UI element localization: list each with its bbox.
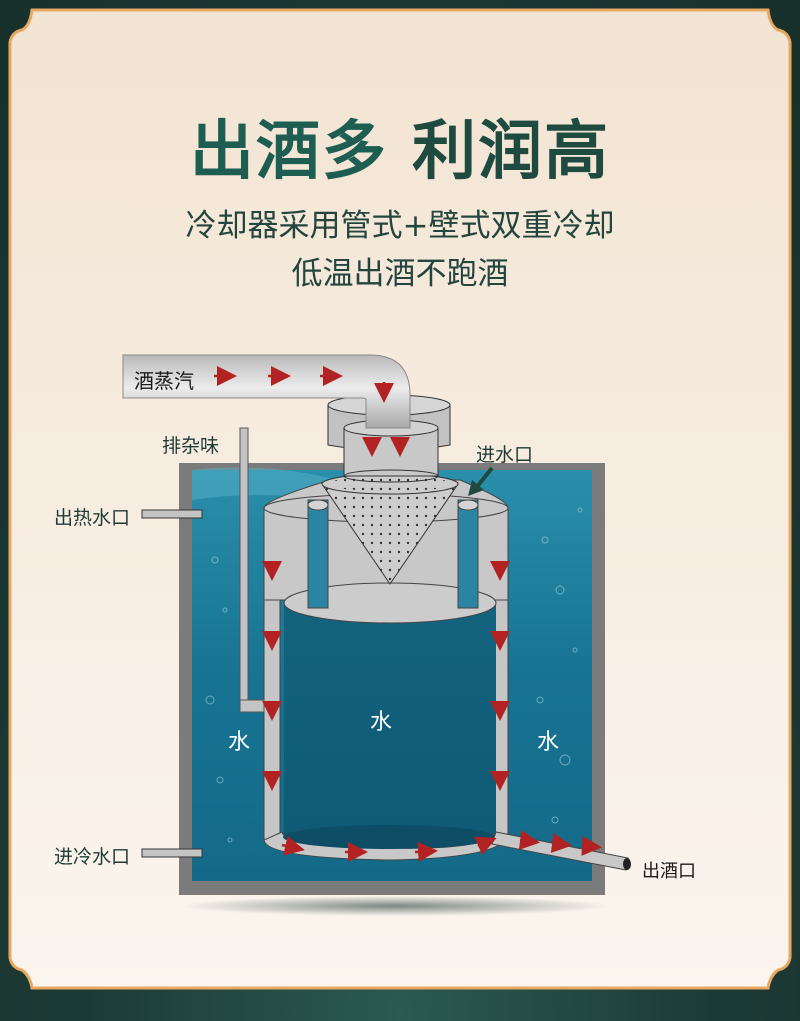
- label-water-center: 水: [370, 710, 393, 735]
- cold-water-inlet-pipe: [141, 848, 203, 858]
- label-cold-water-inlet: 进冷水口: [54, 846, 131, 868]
- subtitle-line-1: 冷却器采用管式+壁式双重冷却: [185, 208, 615, 244]
- label-water-right: 水: [537, 730, 560, 755]
- label-liquor-outlet: 出酒口: [642, 861, 696, 882]
- label-steam: 酒蒸汽: [134, 369, 194, 393]
- flow-arrows: [214, 366, 602, 862]
- label-water-inlet: 进水口: [476, 444, 534, 466]
- label-hot-water-outlet: 出热水口: [54, 507, 131, 529]
- label-vent: 排杂味: [162, 435, 220, 457]
- water-inlet-pointer-icon: [468, 466, 494, 496]
- title-part-1: 出酒多: [189, 114, 388, 189]
- page-title: 出酒多 利润高: [0, 100, 800, 192]
- hot-water-outlet-pipe: [141, 509, 203, 519]
- title-part-2: 利润高: [412, 114, 611, 189]
- label-water-left: 水: [228, 730, 251, 755]
- tank-shadow: [180, 896, 610, 916]
- subtitle-line-2: 低温出酒不跑酒: [291, 256, 509, 292]
- perforated-cone: [321, 473, 459, 585]
